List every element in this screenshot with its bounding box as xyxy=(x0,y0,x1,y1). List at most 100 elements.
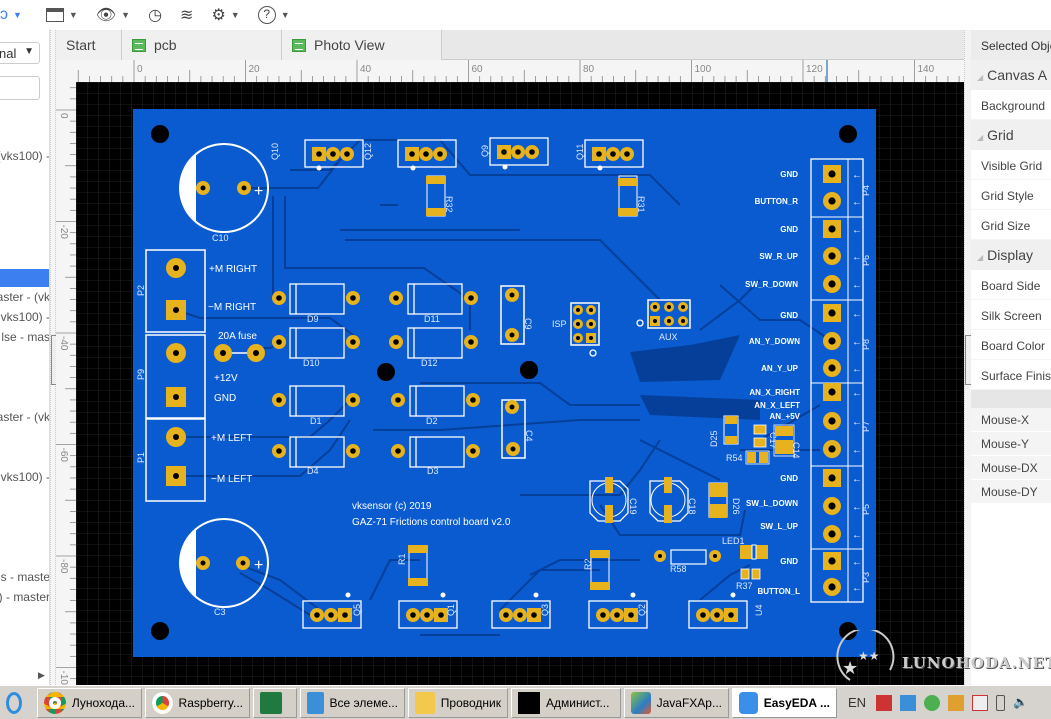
tree-item[interactable]: - (vks100) xyxy=(0,149,49,163)
connector-label: AN_X_LEFT xyxy=(754,401,800,410)
tree-item[interactable]: aster - (vk xyxy=(0,290,49,304)
settings-button[interactable]: ⚙▼ xyxy=(211,5,239,25)
tree-item[interactable]: s - maste xyxy=(0,570,50,584)
tree-item[interactable]: master - ( xyxy=(0,590,49,604)
tree-item-label: aster - (vk xyxy=(0,410,50,424)
battery-icon[interactable] xyxy=(996,694,1006,711)
drill-hole xyxy=(344,151,350,157)
taskbar-ie[interactable] xyxy=(0,688,34,718)
capacitor-c10: + xyxy=(179,143,269,233)
ruler-label: -60 xyxy=(58,448,69,463)
tray-sync-icon[interactable] xyxy=(948,694,965,711)
control-panel-icon xyxy=(307,691,324,714)
section-grid[interactable]: ◢Grid xyxy=(971,120,1051,150)
drill-hole xyxy=(700,612,706,618)
tab-photo-view[interactable]: Photo View xyxy=(282,30,442,60)
connector-label: GND xyxy=(780,170,798,179)
scroll-right-arrow-icon[interactable]: ▶ xyxy=(38,670,45,680)
connector-label: AN_X_RIGHT xyxy=(749,388,800,397)
section-display[interactable]: ◢Display xyxy=(971,240,1051,270)
action-center-flag-icon[interactable] xyxy=(972,694,989,711)
taskbar-cmd[interactable]: Админист... xyxy=(511,687,621,718)
drill-hole xyxy=(515,149,521,155)
view-select[interactable]: nal▼ xyxy=(0,42,40,64)
pcb-canvas[interactable]: + C10 + C3 P2 P9 P1 +M RIGH xyxy=(76,82,964,685)
tree-item-label: s - maste xyxy=(0,570,50,584)
prop-board-side[interactable]: Board Side xyxy=(971,270,1051,300)
prop-board-color[interactable]: Board Color xyxy=(971,330,1051,360)
chevron-down-icon: ▼ xyxy=(13,10,22,20)
tree-item-selected[interactable] xyxy=(0,269,49,287)
undo-button[interactable]: ↄ▼ xyxy=(0,6,22,24)
drill-hole xyxy=(681,319,685,323)
designator-c18: C18 xyxy=(687,498,697,515)
select-value: nal xyxy=(0,46,17,61)
mouse-dy: Mouse-DY xyxy=(971,480,1051,504)
designator-p2: P2 xyxy=(136,285,146,296)
task-label: Админист... xyxy=(546,695,610,710)
traces xyxy=(175,139,831,636)
prop-visible-grid[interactable]: Visible Grid xyxy=(971,150,1051,180)
prop-silk-screen[interactable]: Silk Screen xyxy=(971,300,1051,330)
tree-item[interactable]: aster - (vk xyxy=(0,410,50,424)
ruler-label: 0 xyxy=(137,64,143,75)
history-icon: ◷ xyxy=(148,7,163,24)
connector-label: AN_+5V xyxy=(770,412,801,421)
tab-start[interactable]: Start xyxy=(56,30,122,60)
prop-grid-style[interactable]: Grid Style xyxy=(971,180,1051,210)
tab-pcb[interactable]: pcb xyxy=(122,30,282,60)
section-canvas-attributes[interactable]: ◢Canvas A xyxy=(971,60,1051,90)
taskbar-explorer[interactable]: Проводник xyxy=(408,687,508,718)
panel-divider xyxy=(971,390,1051,408)
drill-hole xyxy=(628,612,634,618)
mounting-hole xyxy=(839,622,857,640)
volume-icon[interactable]: 🔈 xyxy=(1013,694,1029,709)
silk-title-line1: vksensor (c) 2019 xyxy=(352,501,432,512)
taskbar-chrome-2[interactable]: Raspberry... xyxy=(145,687,250,718)
drill-hole xyxy=(828,197,836,205)
drill-hole xyxy=(328,612,334,618)
pcb-doc-icon xyxy=(132,38,146,52)
right-splitter[interactable] xyxy=(964,30,972,685)
tray-app-icon[interactable] xyxy=(876,694,893,711)
drill-hole xyxy=(503,612,509,618)
designator-r2: R2 xyxy=(583,558,593,570)
designator-q5: Q5 xyxy=(352,604,362,616)
history-button[interactable]: ◷ xyxy=(148,5,162,25)
drill-hole xyxy=(350,339,356,345)
aux-header xyxy=(636,299,691,329)
taskbar-control-panel[interactable]: Все элеме... xyxy=(300,687,405,718)
help-button[interactable]: ?▼ xyxy=(257,6,290,24)
prop-background[interactable]: Background xyxy=(971,90,1051,120)
window-button[interactable]: ▼ xyxy=(45,8,78,22)
fuse-pads xyxy=(214,344,265,362)
taskbar-excel[interactable] xyxy=(253,687,297,718)
view-button[interactable]: 👁▼ xyxy=(96,5,130,25)
prop-grid-size[interactable]: Grid Size xyxy=(971,210,1051,240)
tab-label: Photo View xyxy=(314,37,385,53)
section-title: Canvas A xyxy=(987,67,1048,83)
designator-c4: C4 xyxy=(524,430,534,442)
silk-gnd: GND xyxy=(214,393,236,404)
taskbar-chrome-1[interactable]: Лунохода... xyxy=(37,687,142,718)
tree-item[interactable]: - (vks100 xyxy=(0,470,49,484)
ruler-label: 0 xyxy=(58,113,69,119)
tray-network-icon[interactable] xyxy=(900,694,917,711)
properties-panel: Selected Obje ◢Canvas A Background ◢Grid… xyxy=(971,30,1051,685)
prop-surface-finish[interactable]: Surface Finis xyxy=(971,360,1051,390)
connector-label: GND xyxy=(780,557,798,566)
taskbar-easyeda[interactable]: EasyEDA ... xyxy=(732,687,837,718)
drill-hole xyxy=(828,530,836,538)
utorrent-icon[interactable] xyxy=(924,694,941,711)
layers-button[interactable]: ≋ xyxy=(180,5,193,25)
smd-resistors xyxy=(408,175,638,590)
tree-item[interactable]: - (vks100 xyxy=(0,310,49,324)
task-label: Все элеме... xyxy=(329,695,398,710)
search-input[interactable] xyxy=(0,76,40,100)
designator-c3: C3 xyxy=(214,607,226,617)
drill-hole xyxy=(342,612,348,618)
drill-hole xyxy=(614,612,620,618)
taskbar-netbeans[interactable]: JavaFXAp... xyxy=(624,687,729,718)
tree-item[interactable]: lse - mas xyxy=(0,330,49,344)
language-indicator[interactable]: EN xyxy=(848,695,867,710)
